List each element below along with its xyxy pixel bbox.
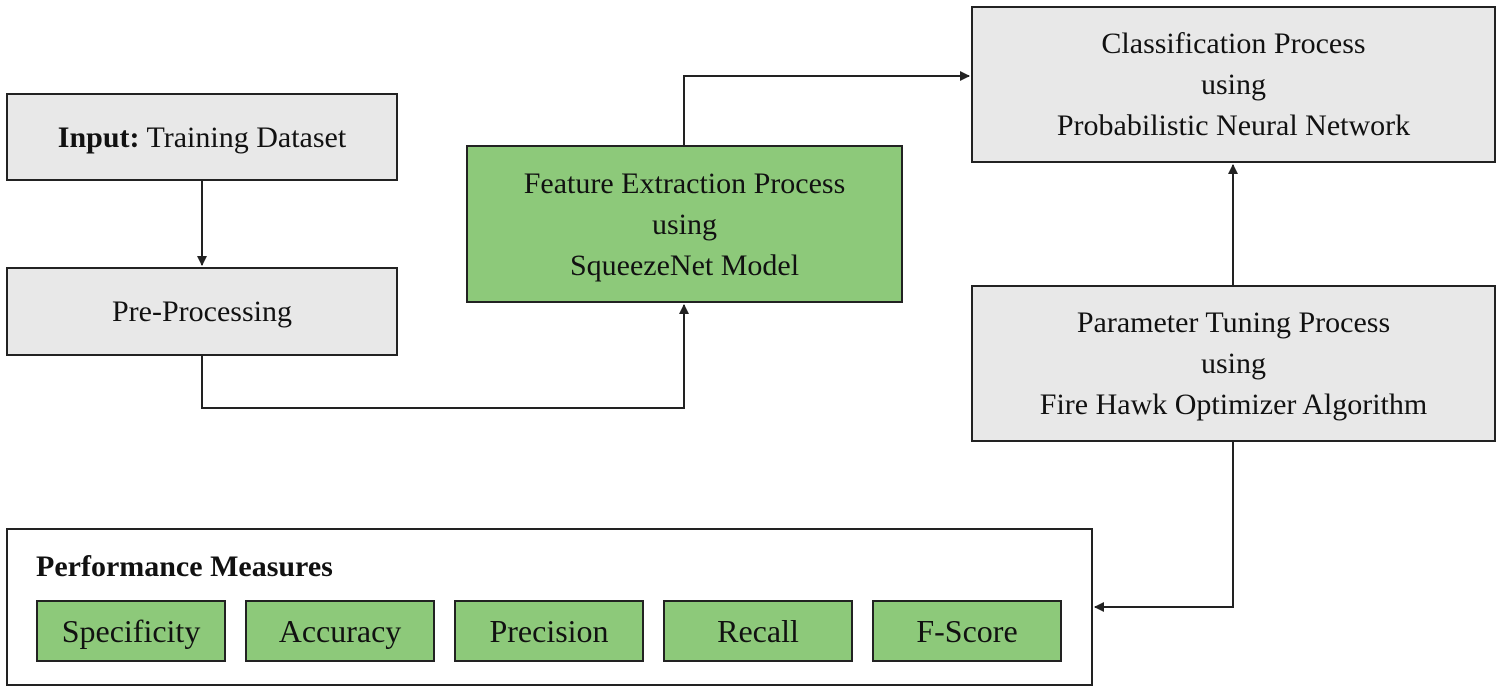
- classification-line2: using: [1200, 68, 1266, 101]
- input-label-bold: Input:: [57, 120, 140, 154]
- metric-specificity: Specificity: [36, 600, 226, 662]
- input-box: Input: Training Dataset: [6, 93, 398, 181]
- arrow-parameter-tuning-to-performance: [1094, 442, 1234, 612]
- feature-extraction-line3: SqueezeNet Model: [569, 248, 800, 282]
- metric-accuracy: Accuracy: [245, 600, 435, 662]
- preprocessing-label: Pre-Processing: [112, 295, 292, 328]
- feature-extraction-box: Feature Extraction Process using Squeeze…: [466, 145, 903, 303]
- feature-extraction-line2: using: [651, 207, 717, 241]
- arrow-preprocessing-to-feature-extraction: [201, 304, 689, 409]
- parameter-tuning-box: Parameter Tuning Process using Fire Hawk…: [971, 285, 1496, 442]
- input-label: Input: Training Dataset: [58, 117, 346, 158]
- input-label-text: Training Dataset: [146, 120, 347, 154]
- parameter-tuning-line2: using: [1200, 347, 1266, 380]
- metric-precision: Precision: [454, 600, 644, 662]
- parameter-tuning-line1: Parameter Tuning Process: [1076, 306, 1391, 339]
- classification-line1: Classification Process: [1101, 27, 1366, 60]
- arrow-feature-extraction-to-classification: [683, 71, 970, 145]
- preprocessing-box: Pre-Processing: [6, 267, 398, 356]
- classification-line3: Probabilistic Neural Network: [1056, 109, 1411, 142]
- performance-measures-box: Performance Measures Specificity Accurac…: [6, 528, 1093, 686]
- metric-recall: Recall: [663, 600, 853, 662]
- performance-measures-title: Performance Measures: [36, 550, 333, 583]
- feature-extraction-line1: Feature Extraction Process: [523, 166, 846, 200]
- metric-f-score: F-Score: [872, 600, 1062, 662]
- classification-box: Classification Process using Probabilist…: [971, 6, 1496, 163]
- parameter-tuning-line3: Fire Hawk Optimizer Algorithm: [1039, 388, 1428, 421]
